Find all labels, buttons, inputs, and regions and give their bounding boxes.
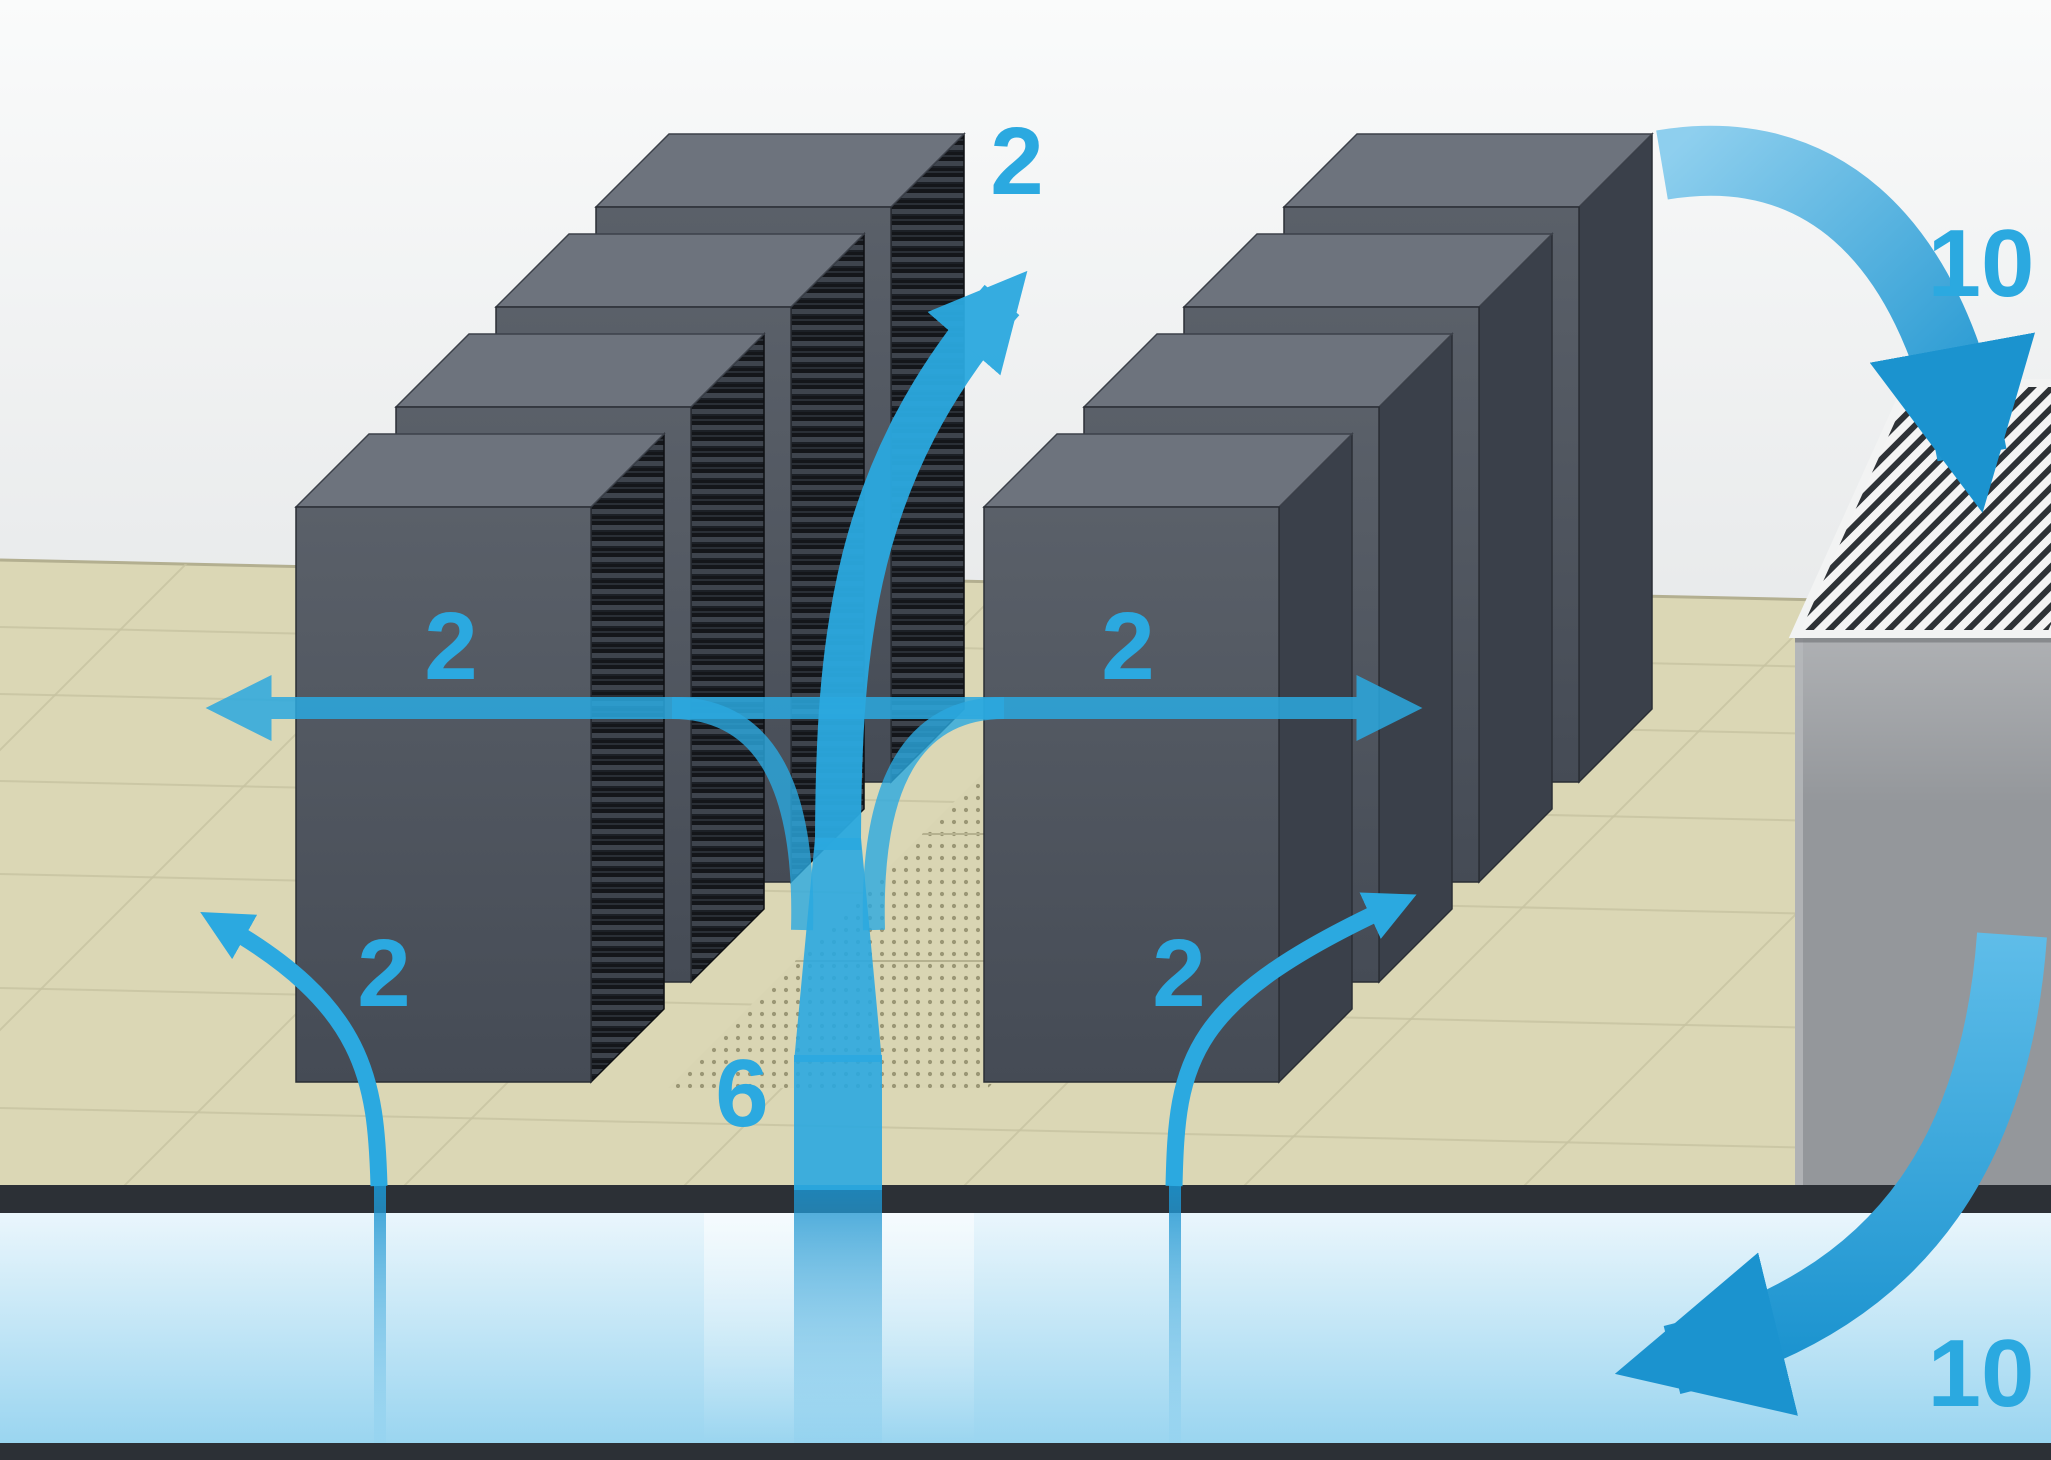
floor-vent-arrow-left xyxy=(200,912,388,1187)
label-crac-supply: 10 xyxy=(1928,1320,2035,1427)
supply-air-arrow xyxy=(1614,932,2047,1416)
crac-front-sheen xyxy=(1795,634,2051,804)
airflow-arrows xyxy=(200,270,1423,1190)
flow-labels: 2 2 2 2 2 6 10 10 xyxy=(357,108,2034,1427)
label-horizontal-right: 2 xyxy=(1101,593,1154,700)
right-vent-supply-line xyxy=(1169,1185,1181,1443)
center-supply-column xyxy=(794,1055,882,1190)
server-cabinet xyxy=(295,433,665,1083)
label-horizontal-left: 2 xyxy=(424,593,477,700)
return-air-arrow xyxy=(1656,125,2035,513)
left-vent-supply-line xyxy=(374,1185,386,1443)
exhaust-up-arrow xyxy=(815,270,1028,851)
floor-edge-band xyxy=(0,1185,2051,1213)
plenum-bottom-edge xyxy=(0,1443,2051,1460)
center-supply-taper xyxy=(794,838,882,1062)
label-center-supply: 6 xyxy=(715,1040,768,1147)
label-floor-vent-left: 2 xyxy=(357,920,410,1027)
center-supply-column-plenum xyxy=(794,1185,882,1443)
label-floor-vent-right: 2 xyxy=(1152,920,1205,1027)
crac-edge-highlight xyxy=(1795,634,1803,1185)
label-crac-return: 10 xyxy=(1928,210,2035,317)
floor-vent-arrow-right xyxy=(1165,892,1417,1187)
crac-loop-arrows xyxy=(1614,125,2047,1416)
label-top-exhaust: 2 xyxy=(990,108,1043,215)
